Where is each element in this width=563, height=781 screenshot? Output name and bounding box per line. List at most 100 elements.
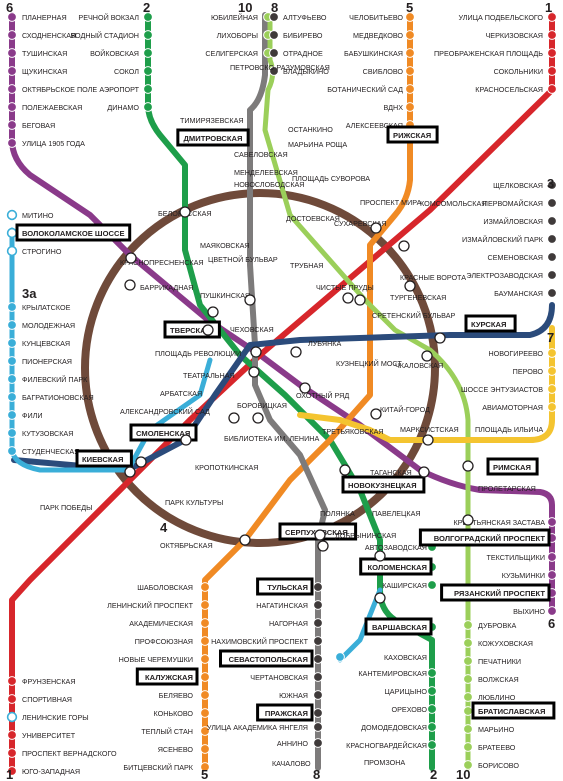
station-c1-10[interactable]: ТРУБНАЯ: [290, 261, 323, 270]
station-s7s-5[interactable]: ВЫХИНО: [513, 606, 557, 616]
station-s3a-7[interactable]: КУТУЗОВСКАЯ: [7, 428, 74, 438]
station-s6s-10[interactable]: БИТЦЕВСКИЙ ПАРК: [123, 762, 210, 772]
station-c1-8[interactable]: ПЛОЩАДЬ СУВОРОВА: [292, 174, 370, 183]
transfer-marker-30[interactable]: [239, 534, 251, 546]
transfer-marker-5[interactable]: [244, 294, 256, 306]
transfer-marker-2[interactable]: [124, 279, 136, 291]
station-s2n-3[interactable]: СОКОЛ: [114, 66, 153, 76]
station-s1n-0[interactable]: УЛИЦА ПОДБЕЛЬСКОГО: [458, 12, 557, 22]
station-s7e-3[interactable]: АВИАМОТОРНАЯ: [482, 402, 557, 412]
transfer-marker-21[interactable]: [421, 350, 433, 362]
station-s7-5[interactable]: ПОЛЕЖАЕВСКАЯ: [7, 102, 83, 112]
station-s7s-0[interactable]: КРЕСТЬЯНСКАЯ ЗАСТАВА: [454, 517, 557, 527]
station-s3-3[interactable]: ИЗМАЙЛОВСКИЙ ПАРК: [462, 234, 557, 244]
station-s7s-1[interactable]: ВОЛГОГРАДСКИЙ ПРОСПЕКТ: [418, 528, 557, 547]
station-s5n-3[interactable]: СВИБЛОВО: [363, 66, 415, 76]
station-s7e-0[interactable]: НОВОГИРЕЕВО: [488, 348, 557, 358]
transfer-marker-12[interactable]: [180, 434, 192, 446]
transfer-marker-24[interactable]: [418, 466, 430, 478]
station-s7-7[interactable]: УЛИЦА 1905 ГОДА: [7, 138, 85, 148]
transfer-marker-3[interactable]: [207, 306, 219, 318]
station-s2s-4[interactable]: КАХОВСКАЯ: [335, 652, 427, 662]
station-s1s-4[interactable]: ПРОСПЕКТ ВЕРНАДСКОГО: [7, 748, 117, 758]
station-s3a-8[interactable]: СТУДЕНЧЕСКАЯ: [7, 446, 80, 456]
station-s10s-3[interactable]: ВОЛЖСКАЯ: [463, 674, 519, 684]
station-s3-5[interactable]: ЭЛЕКТРОЗАВОДСКАЯ: [466, 270, 557, 280]
station-c4-13[interactable]: КАЧАЛОВО: [272, 759, 311, 768]
station-c1-16[interactable]: ПУШКИНСКАЯ: [200, 291, 250, 300]
station-s5n-5[interactable]: ВДНХ: [384, 102, 415, 112]
station-s2n-5[interactable]: ДИНАМО: [107, 102, 153, 112]
station-s2s-6[interactable]: ЦАРИЦЫНО: [384, 686, 437, 696]
station-s2n-1[interactable]: ВОДНЫЙ СТАДИОН: [70, 30, 153, 40]
station-s10s-7[interactable]: БРАТЕЕВО: [463, 742, 516, 752]
station-c2-7[interactable]: СРЕТЕНСКИЙ БУЛЬВАР: [372, 311, 456, 320]
station-c1-4[interactable]: МЕНДЕЛЕЕВСКАЯ: [234, 168, 298, 177]
station-s10s-5[interactable]: БРАТИСЛАВСКАЯ: [463, 701, 556, 720]
station-c2-11[interactable]: КУЗНЕЦКИЙ МОСТ: [336, 359, 402, 368]
station-s9s-1[interactable]: НАГАТИНСКАЯ: [256, 600, 323, 610]
transfer-marker-6[interactable]: [250, 346, 262, 358]
station-s1s-5[interactable]: ЮГО-ЗАПАДНАЯ: [7, 766, 80, 776]
station-c1-11[interactable]: ЦВЕТНОЙ БУЛЬВАР: [208, 255, 278, 264]
station-s4w-0[interactable]: МИТИНО: [6, 209, 54, 221]
station-c3-6[interactable]: ПАРК КУЛЬТУРЫ: [165, 498, 223, 507]
station-s10s-6[interactable]: МАРЬИНО: [463, 724, 515, 734]
station-c2-4[interactable]: КРАСНЫЕ ВОРОТА: [400, 273, 466, 282]
station-s7e-2[interactable]: ШОССЕ ЭНТУЗИАСТОВ: [461, 384, 557, 394]
station-s2s-3[interactable]: ВАРШАВСКАЯ: [364, 617, 437, 636]
station-s8n-1[interactable]: БИБИРЕВО: [269, 30, 323, 40]
transfer-marker-29[interactable]: [317, 540, 329, 552]
station-c2-10[interactable]: ЛУБЯНКА: [308, 339, 341, 348]
station-s9s-0[interactable]: ТУЛЬСКАЯ: [256, 577, 323, 596]
station-c3-9[interactable]: ОКТЯБРЬСКАЯ: [160, 541, 213, 550]
station-s6s-1[interactable]: ЛЕНИНСКИЙ ПРОСПЕКТ: [107, 600, 210, 610]
station-c3-8[interactable]: КИЕВСКАЯ: [75, 449, 133, 468]
transfer-marker-1[interactable]: [125, 252, 137, 264]
station-s1n-4[interactable]: КРАСНОСЕЛЬСКАЯ: [475, 84, 557, 94]
station-s6s-8[interactable]: ТЕПЛЫЙ СТАН: [141, 726, 210, 736]
station-s7-0[interactable]: ПЛАНЕРНАЯ: [7, 12, 67, 22]
station-c4-0[interactable]: ТРЕТЬЯКОВСКАЯ: [322, 427, 384, 436]
station-s2n-4[interactable]: АЭРОПОРТ: [99, 84, 153, 94]
station-s7-3[interactable]: ЩУКИНСКАЯ: [7, 66, 68, 76]
station-s6s-9[interactable]: ЯСЕНЕВО: [158, 744, 210, 754]
station-c2-13[interactable]: ПЛОЩАДЬ РЕВОЛЮЦИИ: [155, 349, 241, 358]
station-c4-3[interactable]: ПЛОЩАДЬ ИЛЬИЧА: [475, 425, 543, 434]
station-c1-14[interactable]: КРАСНОПРЕСНЕНСКАЯ: [120, 258, 204, 267]
station-c4-11[interactable]: ДОБРЫНИНСКАЯ: [335, 531, 396, 540]
station-c4-8[interactable]: ПОЛЯНКА: [320, 509, 355, 518]
station-c4-9[interactable]: ПАВЕЛЕЦКАЯ: [372, 509, 421, 518]
transfer-marker-19[interactable]: [342, 292, 354, 304]
station-c2-5[interactable]: ЧИСТЫЕ ПРУДЫ: [316, 283, 374, 292]
station-s7-6[interactable]: БЕГОВАЯ: [7, 120, 56, 130]
station-s5n-2[interactable]: БАБУШКИНСКАЯ: [344, 48, 415, 58]
station-s3-2[interactable]: ИЗМАЙЛОВСКАЯ: [483, 216, 557, 226]
station-s3-4[interactable]: СЕМЕНОВСКАЯ: [488, 252, 557, 262]
station-c3-2[interactable]: СМОЛЕНСКАЯ: [129, 423, 198, 442]
station-c2-8[interactable]: КУРСКАЯ: [464, 314, 517, 333]
station-s9s-7[interactable]: ПРАЖСКАЯ: [256, 703, 323, 722]
transfer-marker-26[interactable]: [462, 460, 474, 472]
transfer-marker-4[interactable]: [202, 324, 214, 336]
station-s7-2[interactable]: ТУШИНСКАЯ: [7, 48, 68, 58]
station-s1s-3[interactable]: УНИВЕРСИТЕТ: [7, 730, 76, 740]
transfer-marker-13[interactable]: [124, 466, 136, 478]
station-s2s-5[interactable]: КАНТЕМИРОВСКАЯ: [358, 668, 437, 678]
station-s3a-3[interactable]: ПИОНЕРСКАЯ: [7, 356, 72, 366]
transfer-marker-27[interactable]: [462, 514, 474, 526]
transfer-marker-7[interactable]: [290, 346, 302, 358]
station-c3-0[interactable]: АРБАТСКАЯ: [160, 389, 202, 398]
transfer-marker-18[interactable]: [354, 294, 366, 306]
station-c4-7[interactable]: ПРОЛЕТАРСКАЯ: [478, 484, 536, 493]
station-s3a-1[interactable]: МОЛОДЕЖНАЯ: [7, 320, 76, 330]
station-s9s-4[interactable]: СЕВАСТОПОЛЬСКАЯ: [219, 649, 323, 668]
station-c4-2[interactable]: МАРКСИСТСКАЯ: [400, 425, 459, 434]
station-s7s-3[interactable]: КУЗЬМИНКИ: [502, 570, 557, 580]
station-s5n-4[interactable]: БОТАНИЧЕСКИЙ САД: [327, 84, 415, 94]
station-s10s-0[interactable]: ДУБРОВКА: [463, 620, 517, 630]
station-s4w-2[interactable]: СТРОГИНО: [6, 245, 62, 257]
transfer-marker-10[interactable]: [228, 412, 240, 424]
station-c2-3[interactable]: КОМСОМОЛЬСКАЯ: [420, 199, 486, 208]
station-s1n-3[interactable]: СОКОЛЬНИКИ: [494, 66, 557, 76]
